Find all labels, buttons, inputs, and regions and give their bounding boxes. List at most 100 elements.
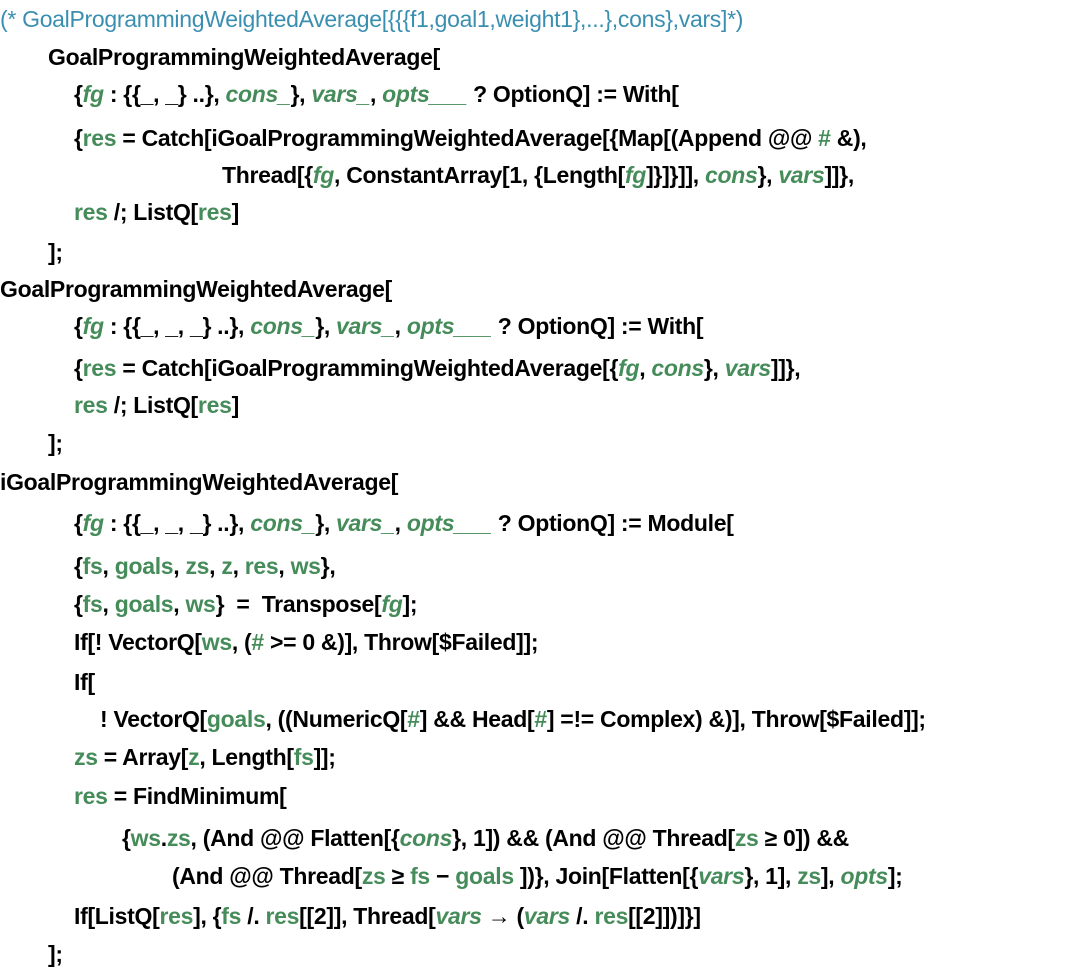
code-line: GoalProgrammingWeightedAverage[: [0, 270, 392, 308]
code-token: = FindMinimum[: [107, 783, 287, 809]
code-line: res /; ListQ[res]: [74, 386, 239, 424]
code-token: res: [244, 553, 279, 579]
code-token: {: [74, 81, 83, 107]
code-token: ws: [130, 825, 161, 851]
code-token: ws: [290, 553, 321, 579]
code-token: /; ListQ[: [107, 392, 199, 418]
code-token: {: [74, 313, 83, 339]
code-comment: (* GoalProgrammingWeightedAverage[{{{f1,…: [0, 6, 744, 32]
code-token: res: [265, 903, 300, 929]
code-token: fg: [618, 355, 640, 381]
code-line: ! VectorQ[goals, ((NumericQ[#] && Head[#…: [100, 700, 926, 738]
code-line: res /; ListQ[res]: [74, 193, 239, 231]
code-token: , ConstantArray[1, {Length[: [334, 162, 625, 188]
code-line: zs = Array[z, Length[fs]];: [74, 738, 336, 776]
code-token: zs: [74, 744, 98, 770]
code-line: (And @@ Thread[zs ≥ fs − goals ])}, Join…: [172, 857, 903, 895]
code-token: fs: [410, 863, 430, 889]
code-token: } = Transpose[: [215, 591, 382, 617]
code-token: GoalProgrammingWeightedAverage[: [48, 44, 440, 70]
code-token: ≥: [385, 863, 411, 889]
code-line: ];: [48, 424, 63, 462]
code-line: ];: [48, 935, 63, 973]
code-token: ] && Head[: [419, 706, 535, 732]
code-token: res: [594, 903, 629, 929]
code-token: ];: [887, 863, 903, 889]
code-token: : {{_, _, _} ..},: [103, 510, 251, 536]
code-token: ,: [394, 313, 407, 339]
code-token: ,: [102, 591, 115, 617]
code-line: {res = Catch[iGoalProgrammingWeightedAve…: [74, 119, 867, 157]
code-token: ] =!= Complex) &)], Throw[$Failed]];: [546, 706, 926, 732]
code-token: : {{_, _, _} ..},: [103, 313, 251, 339]
code-token: ,: [102, 553, 115, 579]
code-token: zs: [185, 553, 210, 579]
code-token: vars_: [336, 510, 395, 536]
code-token: {: [74, 510, 83, 536]
code-line: {fg : {{_, _, _} ..}, cons_}, vars_, opt…: [74, 504, 734, 542]
code-token: zs: [797, 863, 821, 889]
code-token: fg: [82, 510, 104, 536]
code-token: ws: [201, 629, 232, 655]
code-line: If[: [74, 663, 95, 701]
code-token: ,: [639, 355, 652, 381]
code-line: {fs, goals, ws} = Transpose[fg];: [74, 585, 418, 623]
code-token: goals: [114, 553, 174, 579]
code-token: fs: [82, 591, 103, 617]
code-token: iGoalProgrammingWeightedAverage[: [0, 469, 399, 495]
code-line: iGoalProgrammingWeightedAverage[: [0, 463, 398, 501]
code-token: = Catch[iGoalProgrammingWeightedAverage[…: [116, 125, 819, 151]
code-token: ];: [48, 430, 63, 456]
code-token: /.: [241, 903, 266, 929]
code-token: res: [74, 783, 108, 809]
code-token: opts___: [382, 81, 467, 107]
code-token: /; ListQ[: [107, 199, 199, 225]
code-token: ! VectorQ[: [100, 706, 207, 732]
code-token: vars: [523, 903, 571, 929]
code-token: /.: [570, 903, 595, 929]
code-token: fg: [82, 81, 104, 107]
code-token: vars_: [336, 313, 395, 339]
code-token: },: [703, 355, 725, 381]
code-token: , (: [231, 629, 252, 655]
code-line: {fs, goals, zs, z, res, ws},: [74, 547, 336, 585]
code-token: If[: [74, 669, 95, 695]
code-token: ,: [209, 553, 222, 579]
code-line: GoalProgrammingWeightedAverage[: [48, 38, 440, 76]
code-token: ? OptionQ] := With[: [467, 81, 679, 107]
code-token: #: [251, 629, 264, 655]
code-token: = Catch[iGoalProgrammingWeightedAverage[…: [116, 355, 619, 381]
code-line: {fg : {{_, _, _} ..}, cons_}, vars_, opt…: [74, 307, 704, 345]
code-token: {: [74, 125, 83, 151]
code-token: },: [315, 510, 337, 536]
code-token: #: [407, 706, 420, 732]
code-token: }, 1],: [744, 863, 798, 889]
code-token: ], {: [193, 903, 222, 929]
code-token: zs: [734, 825, 759, 851]
code-token: res: [82, 355, 117, 381]
code-token: opts___: [406, 313, 492, 339]
code-token: #: [818, 125, 831, 151]
code-token: cons_: [250, 313, 316, 339]
code-token: zs: [166, 825, 191, 851]
code-token: res: [82, 125, 117, 151]
code-token: },: [757, 162, 779, 188]
code-token: },: [290, 81, 312, 107]
code-token: ];: [48, 239, 63, 265]
code-token: , (And @@ Flatten[{: [190, 825, 400, 851]
code-token: fg: [381, 591, 403, 617]
code-token: [[2]], Thread[: [299, 903, 436, 929]
code-token: res: [74, 392, 108, 418]
code-token: ? OptionQ] := Module[: [491, 510, 734, 536]
code-token: vars_: [311, 81, 370, 107]
code-token: ≥ 0]) &&: [758, 825, 850, 851]
code-line: {fg : {{_, _} ..}, cons_}, vars_, opts__…: [74, 75, 679, 113]
code-token: , ((NumericQ[: [265, 706, 408, 732]
code-token: cons_: [250, 510, 316, 536]
code-token: ],: [820, 863, 841, 889]
code-token: ,: [278, 553, 291, 579]
code-token: vars: [435, 903, 482, 929]
code-token: ? OptionQ] := With[: [491, 313, 704, 339]
code-token: Thread[{: [222, 162, 313, 188]
